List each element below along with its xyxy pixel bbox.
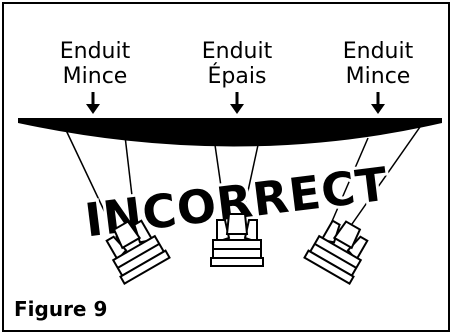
light-beams-center: [214, 144, 259, 215]
coat-label-center-line2: Épais: [208, 63, 267, 89]
coat-label-left-line2: Mince: [63, 64, 128, 89]
arrow-down-icon-left: [86, 92, 100, 114]
coat-label-right: Enduit Mince: [343, 39, 414, 89]
coat-label-right-line1: Enduit: [343, 39, 414, 64]
light-beams-right: [329, 126, 421, 235]
coat-label-center-line1: Enduit: [202, 39, 273, 64]
projector-icon-right: [303, 219, 369, 285]
screen-surface: [18, 118, 442, 147]
figure-frame: [2, 2, 450, 332]
light-beams-left: [64, 127, 137, 241]
coat-label-left: Enduit Mince: [60, 39, 131, 89]
projector-icon-left: [105, 219, 171, 285]
arrow-down-icon-center: [230, 92, 244, 114]
coat-label-right-line2: Mince: [346, 64, 411, 89]
arrow-down-icon-right: [371, 92, 385, 114]
coat-label-center: Enduit Épais: [202, 39, 273, 89]
coat-label-left-line1: Enduit: [60, 39, 131, 64]
projector-icon-center: [210, 213, 264, 267]
figure-caption: Figure 9: [14, 297, 108, 321]
